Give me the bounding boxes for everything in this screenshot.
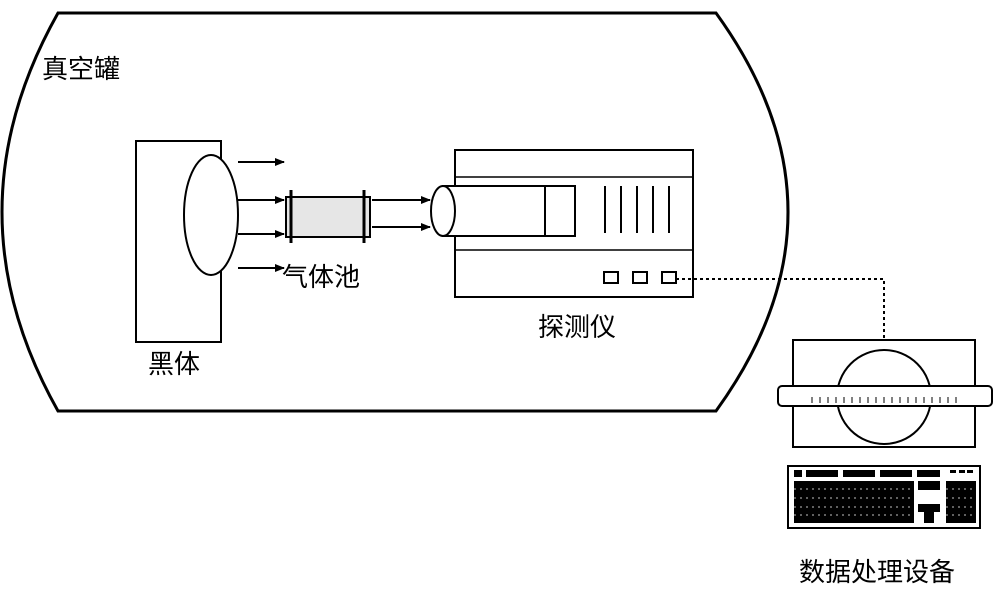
keyboard-key-grid: [794, 488, 976, 516]
keyboard-main-keys: [794, 481, 914, 523]
detector-port-2: [632, 271, 648, 284]
monitor-bar: [777, 385, 993, 407]
gas-cell-label: 气体池: [282, 263, 360, 293]
detector-port-1: [603, 271, 619, 284]
keyboard: [787, 465, 981, 529]
monitor-ticks: [811, 397, 957, 403]
keyboard-numpad: [946, 481, 976, 523]
detector-lens: [430, 185, 456, 237]
detector-label: 探测仪: [538, 313, 616, 343]
vacuum-tank-label: 真空罐: [42, 55, 120, 85]
keyboard-function-row: [794, 470, 973, 477]
monitor: [777, 339, 993, 448]
detector-tube: [442, 185, 576, 237]
blackbody: [135, 140, 239, 343]
data-processing-label: 数据处理设备: [799, 558, 955, 588]
blackbody-label: 黑体: [148, 350, 200, 380]
vacuum-tank-outline: [0, 11, 790, 413]
detector-port-3: [661, 271, 677, 284]
keyboard-nav-gap: [918, 490, 940, 523]
detector-vents: [604, 186, 670, 233]
gas-cell: [285, 190, 371, 243]
detector: [430, 149, 694, 298]
blackbody-aperture: [183, 154, 239, 276]
data-cable: [676, 278, 885, 340]
transmitted-arrows: [372, 196, 431, 231]
radiation-arrows: [238, 158, 285, 272]
gas-cell-body: [285, 196, 371, 238]
